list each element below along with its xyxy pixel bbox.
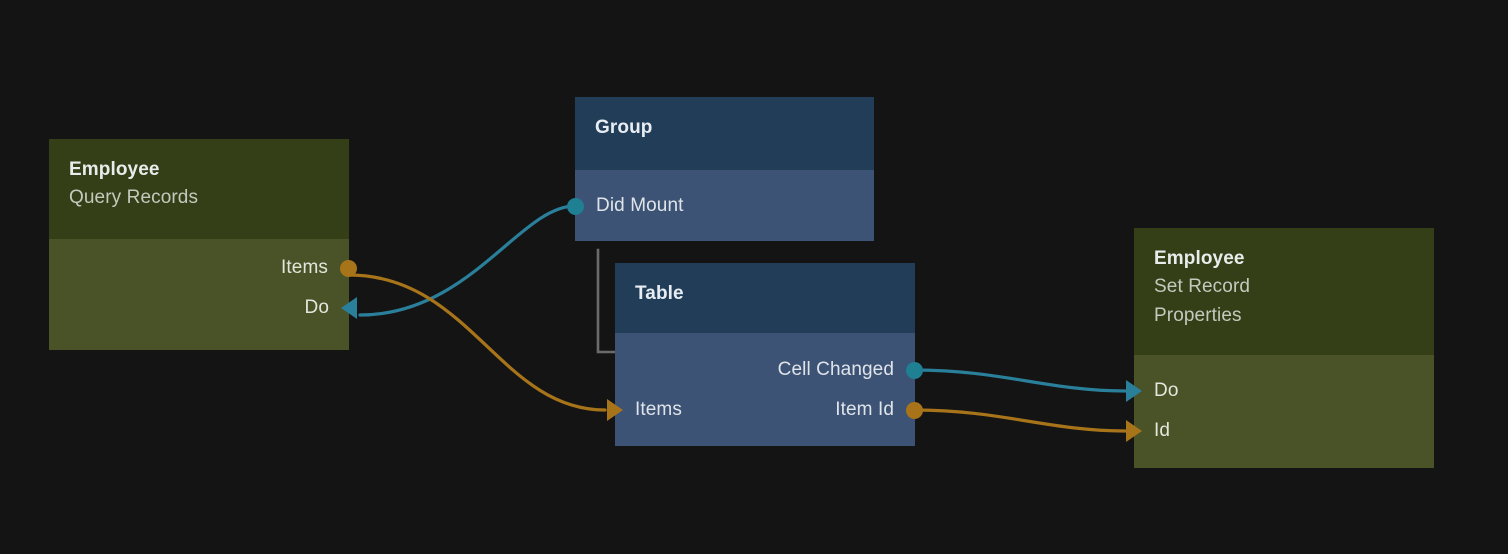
port-label: Item Id xyxy=(835,399,894,420)
node-table[interactable]: Table Cell Changed Items Item Id xyxy=(607,263,923,446)
port-arrow-icon[interactable] xyxy=(341,297,357,319)
port-label: Items xyxy=(635,399,682,420)
port-items-input[interactable]: Items xyxy=(607,399,682,421)
node-subtitle: Query Records xyxy=(69,187,199,208)
wire-did-mount-to-do xyxy=(358,204,577,317)
node-body: Did Mount xyxy=(567,170,874,241)
node-body: Cell Changed Items Item Id xyxy=(607,333,923,446)
node-group[interactable]: Group Did Mount xyxy=(567,97,874,241)
port-item-id-output[interactable]: Item Id xyxy=(835,399,923,421)
node-subtitle-line-2: Properties xyxy=(1154,305,1242,326)
node-header: Group xyxy=(575,97,874,170)
node-title: Employee xyxy=(1154,248,1245,269)
port-label: Id xyxy=(1154,420,1171,441)
node-employee-query-records[interactable]: Employee Query Records Items Do xyxy=(49,139,357,350)
port-label: Do xyxy=(304,297,329,318)
node-body: Do Id xyxy=(1126,355,1434,468)
node-subtitle-line-1: Set Record xyxy=(1154,276,1251,297)
port-items-output[interactable]: Items xyxy=(281,257,357,279)
port-knob-circle-icon[interactable] xyxy=(906,401,923,419)
port-do-input[interactable]: Do xyxy=(304,297,357,319)
wire-cell-changed-to-do xyxy=(913,368,1127,393)
node-title: Group xyxy=(595,117,653,138)
node-body: Items Do xyxy=(49,239,357,350)
wire-items-to-table-items xyxy=(347,273,607,412)
node-header: Table xyxy=(615,263,915,333)
port-knob-circle-icon[interactable] xyxy=(340,259,357,277)
port-label: Do xyxy=(1154,380,1179,401)
node-header: Employee Query Records xyxy=(49,139,349,239)
port-label: Items xyxy=(281,257,328,278)
port-arrow-icon[interactable] xyxy=(1126,380,1142,402)
hierarchy-bracket xyxy=(596,248,618,354)
port-label: Did Mount xyxy=(596,195,684,216)
node-title: Employee xyxy=(69,159,160,180)
wire-item-id-to-id xyxy=(913,408,1127,433)
node-header: Employee Set Record Properties xyxy=(1134,228,1434,355)
node-title: Table xyxy=(635,283,684,304)
port-knob-circle-icon[interactable] xyxy=(906,361,923,379)
port-do-input[interactable]: Do xyxy=(1126,380,1179,402)
port-arrow-icon[interactable] xyxy=(607,399,623,421)
node-employee-set-record-properties[interactable]: Employee Set Record Properties Do Id xyxy=(1126,228,1434,468)
port-knob-circle-icon[interactable] xyxy=(567,197,584,215)
port-id-input[interactable]: Id xyxy=(1126,420,1171,442)
port-label: Cell Changed xyxy=(777,359,894,380)
port-arrow-icon[interactable] xyxy=(1126,420,1142,442)
port-did-mount-output[interactable]: Did Mount xyxy=(567,195,684,217)
port-cell-changed-output[interactable]: Cell Changed xyxy=(777,359,923,381)
